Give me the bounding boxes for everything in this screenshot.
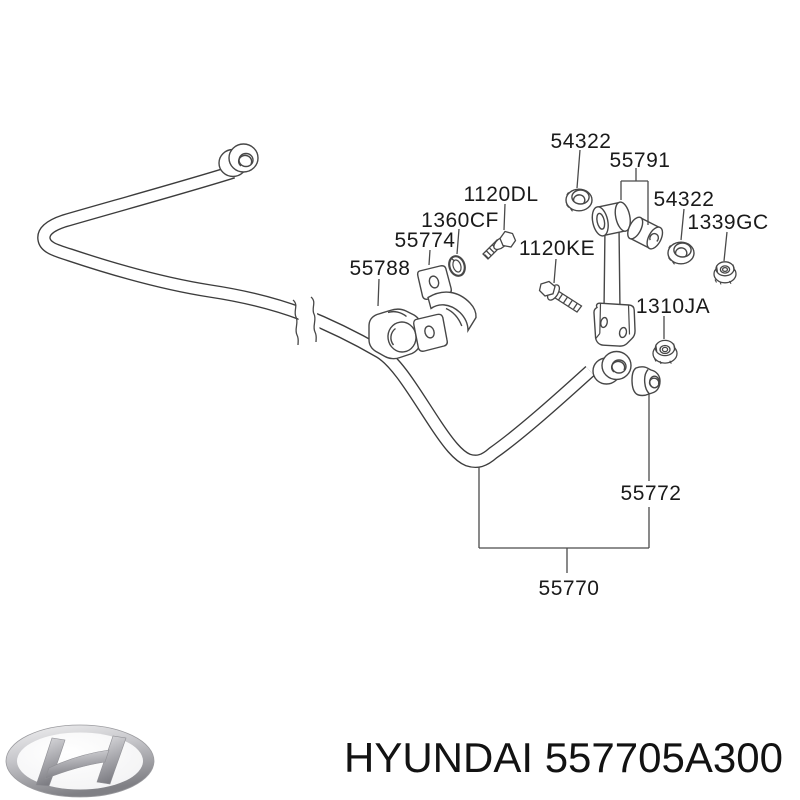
bar-break-mark xyxy=(292,296,317,346)
part-label-55770: 55770 xyxy=(538,577,600,600)
link-top-bushing xyxy=(591,201,631,237)
bolt-1120DL xyxy=(482,230,517,260)
link-bottom-bracket xyxy=(593,302,636,347)
stabilizer-bar xyxy=(37,143,632,469)
bar-right-eyelet xyxy=(592,350,632,385)
nut-1310JA xyxy=(652,339,678,365)
part-number-text: 557705A300 xyxy=(544,734,783,781)
bar-left-eyelet xyxy=(218,143,259,178)
flange-nut-54322-upper xyxy=(565,188,593,212)
bolt-1120KE xyxy=(538,280,583,313)
link-side-bushing xyxy=(627,216,664,250)
part-label-55772: 55772 xyxy=(620,482,682,505)
snap-ring-1360CF xyxy=(448,255,466,277)
part-label-55791: 55791 xyxy=(609,149,671,172)
leader-55770-bracket xyxy=(478,393,650,573)
part-label-54322-upper: 54322 xyxy=(550,130,612,153)
part-label-1360CF: 1360CF xyxy=(421,209,499,232)
part-label-1120DL: 1120DL xyxy=(463,183,539,206)
hyundai-logo-icon xyxy=(5,724,155,798)
part-label-1339GC: 1339GC xyxy=(687,211,769,234)
bushing-55788 xyxy=(368,308,422,360)
bar-break-gap xyxy=(295,295,322,346)
leader-lines xyxy=(377,149,728,573)
part-label-1310JA: 1310JA xyxy=(635,295,711,318)
bushing-55772 xyxy=(631,366,661,397)
part-label-1120KE: 1120KE xyxy=(518,237,596,260)
bar-tube-fill xyxy=(38,166,594,467)
hyundai-h-glyph xyxy=(35,735,127,787)
bracket-55774 xyxy=(413,265,477,352)
brand-text: HYUNDAI xyxy=(344,734,534,781)
footer-part-number: HYUNDAI 557705A300 xyxy=(344,737,783,779)
part-label-55774: 55774 xyxy=(394,229,456,252)
stabilizer-link-55791 xyxy=(591,201,664,347)
leader-simple xyxy=(377,149,728,339)
flange-nut-54322-lower xyxy=(667,241,695,265)
part-label-54322-lower: 54322 xyxy=(653,188,715,211)
leader-55791-bracket xyxy=(620,168,649,225)
nut-1339GC xyxy=(713,261,737,285)
part-label-55788: 55788 xyxy=(349,257,411,280)
link-rod xyxy=(603,226,621,312)
